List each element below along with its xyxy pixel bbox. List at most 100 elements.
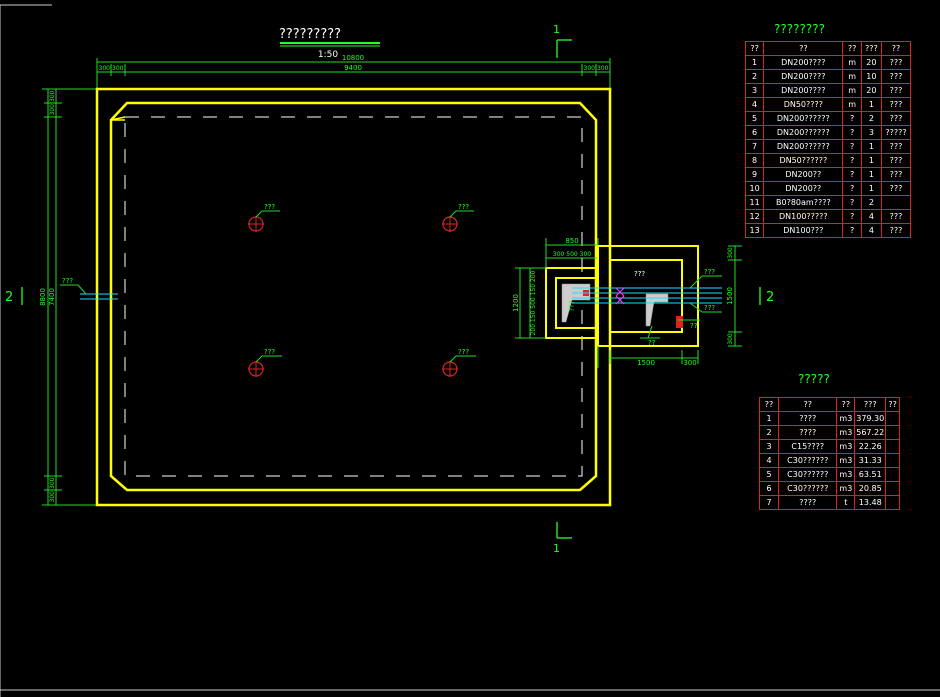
table-cell: 2 <box>744 69 765 84</box>
table-cell: 2 <box>758 425 780 440</box>
valve-room-outline <box>597 245 699 347</box>
pipe3-label: ?? <box>648 339 656 347</box>
plan-scale: 1:50 <box>318 50 338 60</box>
table-cell: 63.51 <box>854 467 887 482</box>
table-header-row: ??????????? <box>744 41 911 56</box>
table-cell <box>881 195 911 210</box>
table-cell: 22.26 <box>854 439 887 454</box>
table-cell: 1 <box>860 139 883 154</box>
dim-pit-sub: 300 500 300 <box>553 251 591 258</box>
table-cell: ? <box>842 181 862 196</box>
dim-pit-h: 1200 <box>512 294 520 312</box>
table-cell: DN100????? <box>763 209 844 224</box>
table-cell: ??? <box>881 209 911 224</box>
table-cell: ? <box>842 111 862 126</box>
table-cell: ???? <box>778 495 838 510</box>
table-cell: ??? <box>881 55 911 70</box>
table-cell: ? <box>842 223 862 238</box>
dim-pit-w: 850 <box>565 237 578 245</box>
table-cell: 4 <box>744 97 765 112</box>
table-cell: 5 <box>758 467 780 482</box>
table-header-cell: ??? <box>860 41 883 56</box>
table-cell: 10 <box>860 69 883 84</box>
table-cell: m <box>842 83 862 98</box>
table-cell: ??? <box>881 153 911 168</box>
table-cell: 6 <box>758 481 780 496</box>
table-cell: 7 <box>744 139 765 154</box>
table-header-row: ??????????? <box>758 397 900 412</box>
dim-edge-right: 300|300 <box>584 65 609 72</box>
outlet-pipes <box>572 287 722 304</box>
table-cell: ? <box>842 153 862 168</box>
inlet-label: ??? <box>62 277 73 285</box>
table-cell: 7 <box>758 495 780 510</box>
table-cell: ? <box>842 209 862 224</box>
table-cell: ??? <box>881 167 911 182</box>
valve-dimensions <box>597 245 742 368</box>
vent-br-label: ??? <box>458 348 469 356</box>
table-cell: C30?????? <box>778 481 838 496</box>
table-cell: 12 <box>744 209 765 224</box>
table-cell: DN50?????? <box>763 153 844 168</box>
table-cell: 13.48 <box>854 495 887 510</box>
table-cell: 1 <box>860 181 883 196</box>
table-cell: m3 <box>836 453 856 468</box>
section-mark-right-label: 2 <box>766 290 774 305</box>
table-cell: m3 <box>836 467 856 482</box>
table-cell: 379.30 <box>854 411 887 426</box>
table-cell: ??? <box>881 139 911 154</box>
table-cell: ??? <box>881 69 911 84</box>
table-cell: ???? <box>778 411 838 426</box>
table-cell <box>885 481 900 496</box>
vent-tr-label: ??? <box>458 203 469 211</box>
table-header-cell: ?? <box>778 397 838 412</box>
table-cell: ? <box>842 167 862 182</box>
table-cell <box>885 439 900 454</box>
table-cell: 5 <box>744 111 765 126</box>
table-cell: ? <box>842 125 862 140</box>
table-cell: 2 <box>860 195 883 210</box>
dim-total-width: 10800 <box>342 54 364 62</box>
pipe2-label: ??? <box>704 304 715 312</box>
table-cell: C30?????? <box>778 467 838 482</box>
table-cell: 13 <box>744 223 765 238</box>
table-cell: m3 <box>836 411 856 426</box>
inlet-pipe <box>60 284 118 300</box>
table-cell: 567.22 <box>854 425 887 440</box>
table-cell: m3 <box>836 425 856 440</box>
table-cell: ? <box>842 139 862 154</box>
table-cell: DN200?????? <box>763 139 844 154</box>
table-cell: 31.33 <box>854 453 887 468</box>
table-cell: 4 <box>860 223 883 238</box>
vent-br <box>442 355 476 377</box>
table-cell: DN200???? <box>763 83 844 98</box>
table-cell: 4 <box>860 209 883 224</box>
table-cell <box>885 411 900 426</box>
valve-room-detail <box>645 293 683 328</box>
table-cell: DN200???? <box>763 69 844 84</box>
table-cell: 2 <box>860 111 883 126</box>
table-cell: DN100??? <box>763 223 844 238</box>
table-cell: 4 <box>758 453 780 468</box>
table-cell <box>885 425 900 440</box>
vent-bl <box>248 355 282 377</box>
table-cell: 1 <box>744 55 765 70</box>
table-cell: DN200???? <box>763 55 844 70</box>
table-cell: 20.85 <box>854 481 887 496</box>
table-cell: ??? <box>881 97 911 112</box>
